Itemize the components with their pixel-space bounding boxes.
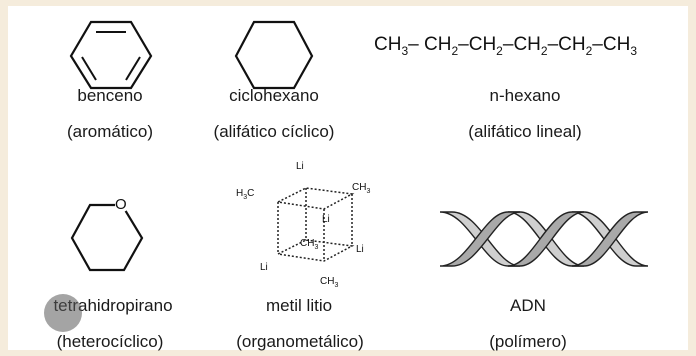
type-tetrahidropirano: (heterocíclico) <box>56 332 164 351</box>
li-atom-left: Li <box>260 262 268 273</box>
h3c-group: H3C <box>236 188 255 201</box>
benzene-structure <box>69 20 153 90</box>
li-atom-top: Li <box>296 161 304 172</box>
oxygen-atom: O <box>115 196 127 213</box>
ch3-group-bottom: CH3 <box>320 276 339 289</box>
overlay-badge-icon[interactable] <box>44 294 82 332</box>
label-ciclohexano: ciclohexano <box>229 86 319 105</box>
cyclohexane-structure <box>234 20 314 90</box>
type-benceno: (aromático) <box>67 122 153 141</box>
diagram-card: CH3– CH2–CH2–CH2–CH2–CH3 benceno (aromát… <box>8 6 688 351</box>
ch3-group-center: CH3 <box>300 238 319 251</box>
label-benceno: benceno <box>77 86 143 105</box>
label-n-hexano: n-hexano <box>489 86 561 105</box>
ch3-group-right: CH3 <box>352 182 371 195</box>
li-atom-center: Li <box>322 214 330 225</box>
tetrahydropyran-structure <box>70 198 144 272</box>
type-metil-litio: (organometálico) <box>236 332 364 351</box>
label-metil-litio: metil litio <box>265 296 333 315</box>
methyllithium-structure <box>275 187 355 262</box>
type-adn: (polímero) <box>489 332 567 351</box>
label-adn: ADN <box>510 296 546 315</box>
type-n-hexano: (alifático lineal) <box>468 122 582 141</box>
dna-helix-structure <box>439 211 649 267</box>
label-tetrahidropirano: tetrahidropirano <box>53 296 173 315</box>
type-ciclohexano: (alifático cíclico) <box>213 122 335 141</box>
n-hexane-formula: CH3– CH2–CH2–CH2–CH2–CH3 <box>374 34 638 58</box>
li-atom-right: Li <box>356 244 364 255</box>
